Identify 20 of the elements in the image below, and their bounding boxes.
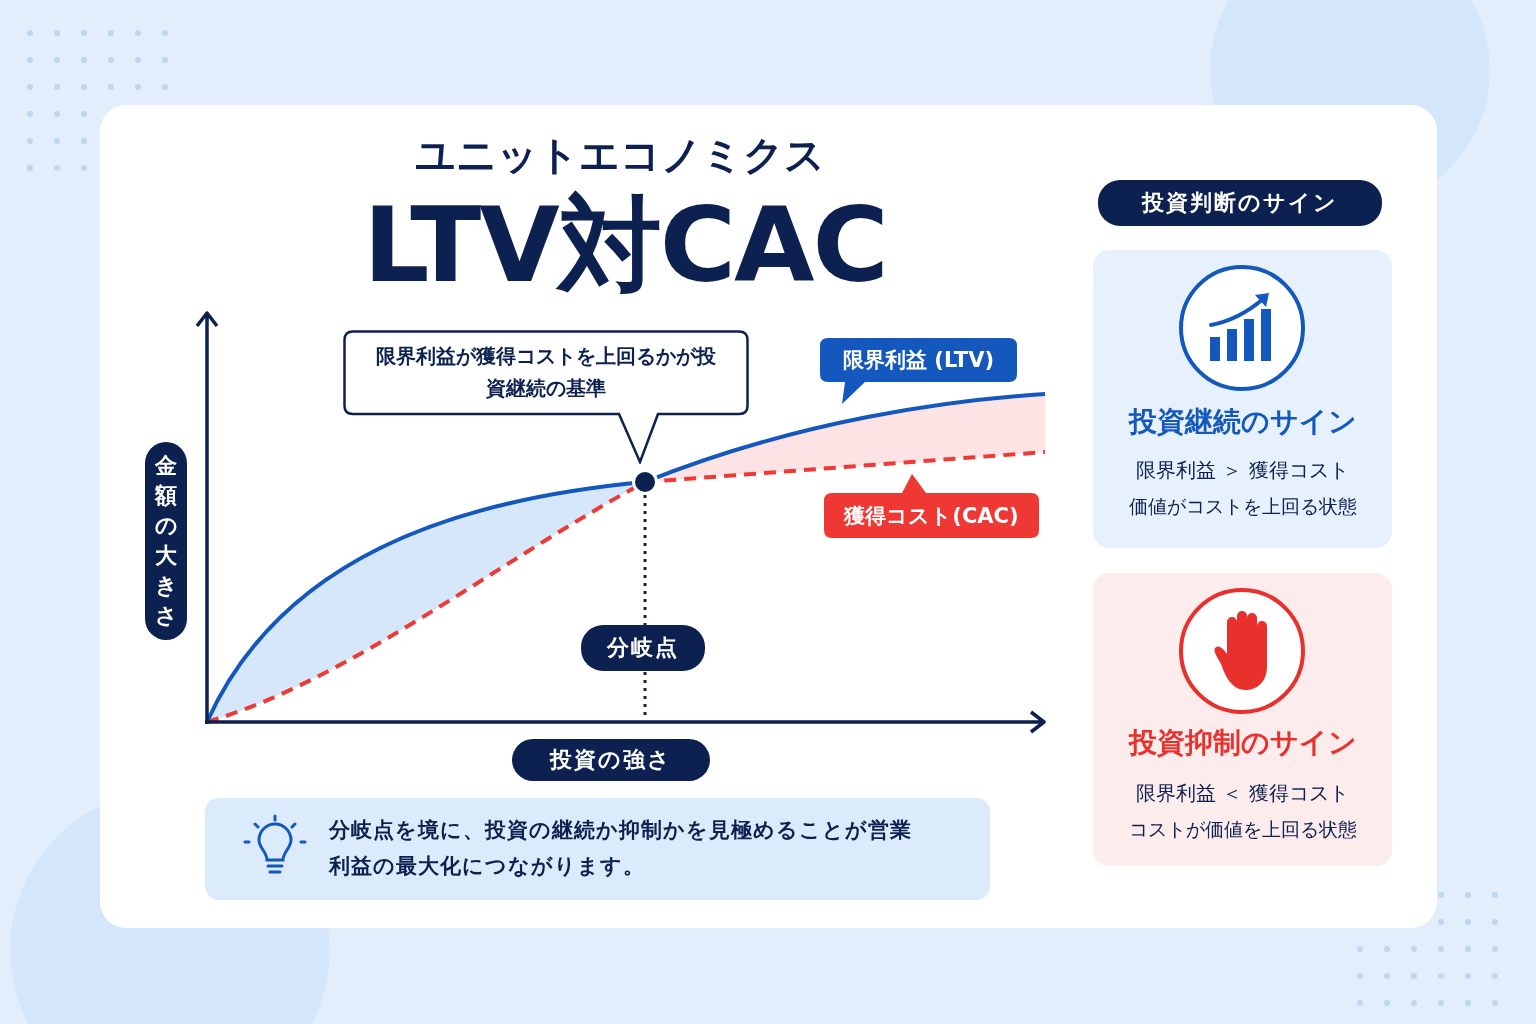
label-pill: 金額の大きさ [145, 442, 187, 640]
dotted-line [643, 495, 647, 625]
description-text: コストが価値を上回る状態 [1127, 817, 1358, 842]
comparison-text: 限界利益 ＞ 獲得コスト [1135, 457, 1350, 484]
card-heading: 投資抑制のサイン [1127, 725, 1358, 761]
comparison-text: 限界利益 ＜ 獲得コスト [1135, 780, 1350, 807]
card-heading: 投資継続のサイン [1127, 404, 1358, 440]
description-text: 価値がコストを上回る状態 [1127, 494, 1358, 519]
note-box [205, 798, 990, 900]
subtitle: ユニットエコノミクス [414, 131, 826, 180]
note-text: 分岐点を境に、投資の継続か抑制かを見極めることが営業利益の最大化につながります。 [329, 817, 913, 880]
title: LTV対CAC [362, 185, 888, 305]
sign-card [1093, 250, 1392, 548]
sign-card [1093, 573, 1392, 866]
curve-label: 限界利益 (LTV) [820, 338, 1017, 404]
label-pill: 分岐点 [581, 625, 705, 671]
label-pill: 投資の強さ [512, 739, 710, 781]
label-pill: 投資判断のサイン [1098, 180, 1382, 226]
curve-label: 獲得コスト(CAC) [824, 474, 1039, 538]
speech-bubble: 限界利益が獲得コストを上回るかが投資継続の基準 [343, 330, 749, 464]
